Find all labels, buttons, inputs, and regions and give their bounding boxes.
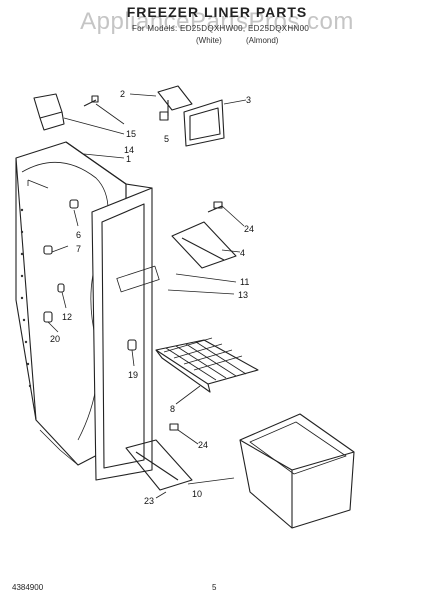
diagram-title: FREEZER LINER PARTS	[126, 4, 308, 20]
document-number: 4384900	[12, 583, 44, 592]
wire-shelf	[155, 337, 259, 393]
callout-24-lower: 24	[198, 440, 208, 450]
callout-11: 11	[240, 277, 249, 287]
liner-front-frame	[91, 183, 160, 481]
callout-4: 4	[240, 248, 245, 258]
leader-lines	[27, 93, 247, 499]
freezer-bin	[239, 413, 355, 529]
callout-7: 7	[76, 244, 81, 254]
color-label-almond: (Almond)	[246, 36, 279, 45]
color-label-white: (White)	[196, 36, 222, 45]
callout-6: 6	[76, 230, 81, 240]
callout-15: 15	[126, 129, 136, 139]
callout-10: 10	[192, 489, 202, 499]
shelf-support-right	[171, 201, 237, 269]
callout-8: 8	[170, 404, 175, 414]
top-bracket-part	[33, 93, 99, 131]
light-bracket-part	[157, 85, 225, 147]
callout-5: 5	[164, 134, 169, 144]
callout-13: 13	[238, 290, 248, 300]
shelf-support-lower	[125, 423, 193, 491]
callout-23: 23	[144, 496, 154, 506]
callout-3: 3	[246, 95, 251, 105]
callout-19: 19	[128, 370, 138, 380]
callout-1: 1	[126, 154, 131, 164]
callout-20: 20	[50, 334, 60, 344]
watermark-text: AppliancePartsPros.com	[80, 8, 354, 35]
model-numbers: For Models: ED25DQXHW00, ED25DQXHN00	[132, 24, 310, 33]
callout-24-upper: 24	[244, 224, 254, 234]
callout-12: 12	[62, 312, 72, 322]
callout-2: 2	[120, 89, 125, 99]
page-number: 5	[212, 583, 217, 592]
callout-14: 14	[124, 145, 134, 155]
